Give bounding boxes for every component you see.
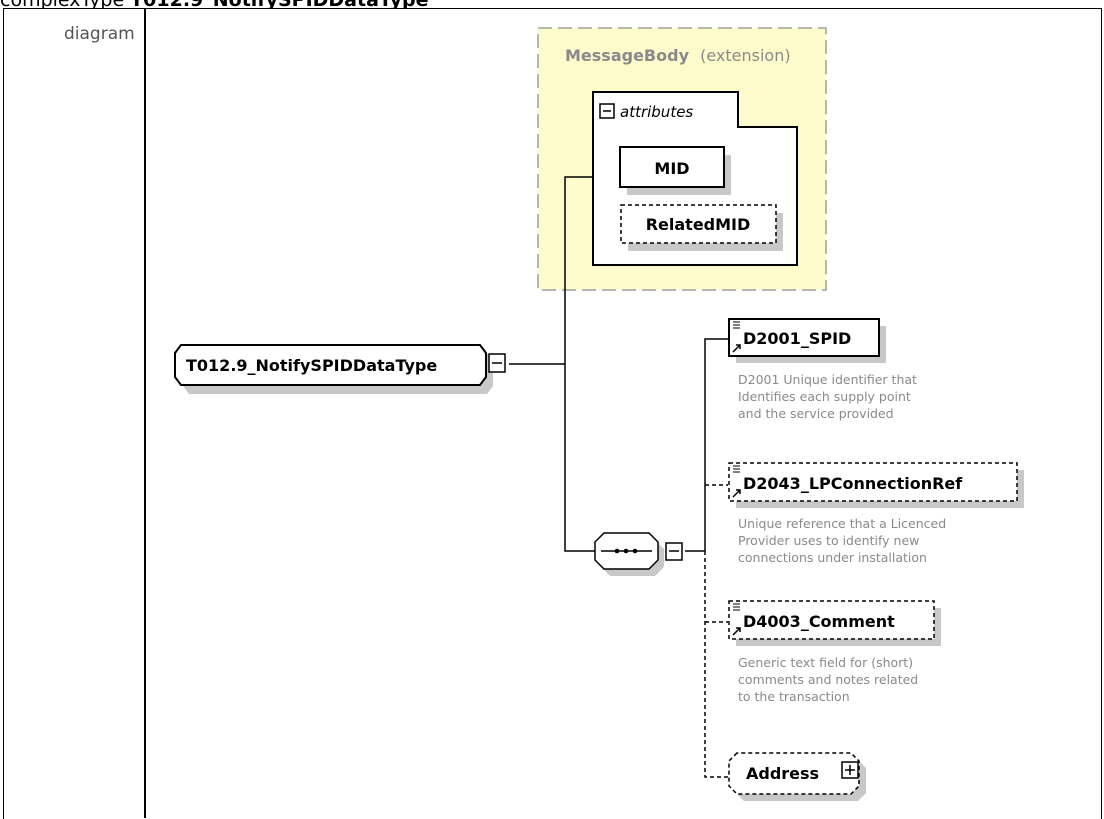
element-d2001-spid[interactable]: D2001_SPID <box>728 318 886 363</box>
sequence-collapse-icon[interactable] <box>665 542 683 561</box>
title-prefix: complexType <box>0 0 130 9</box>
title-type-name: T012.9_NotifySPIDDataType <box>130 0 428 9</box>
sequence-compositor[interactable] <box>594 532 664 576</box>
svg-text:Provider uses to identify new: Provider uses to identify new <box>738 533 919 548</box>
element-d2043-doc: Unique reference that a Licenced Provide… <box>738 516 946 565</box>
page-title: complexType T012.9_NotifySPIDDataType <box>0 0 1104 9</box>
element-address[interactable]: Address <box>728 752 866 801</box>
attribute-mid[interactable]: MID <box>619 146 731 195</box>
svg-text:to the transaction: to the transaction <box>738 689 850 704</box>
attributes-label: attributes <box>620 103 693 121</box>
svg-text:Unique reference that a Licenc: Unique reference that a Licenced <box>738 516 946 531</box>
element-d2001-spid-label: D2001_SPID <box>743 329 851 348</box>
element-address-label: Address <box>746 764 819 783</box>
text-lines-icon <box>733 465 740 473</box>
element-d2001-spid-doc: D2001 Unique identifier that Identifies … <box>738 372 917 421</box>
reference-arrow-icon <box>732 627 741 636</box>
attribute-relatedmid[interactable]: RelatedMID <box>620 204 783 251</box>
root-type-node[interactable]: T012.9_NotifySPIDDataType <box>174 344 493 394</box>
root-type-label: T012.9_NotifySPIDDataType <box>186 356 437 375</box>
reference-arrow-icon <box>732 489 741 498</box>
connector-lines <box>509 176 728 778</box>
element-d4003-comment[interactable]: D4003_Comment <box>728 600 941 646</box>
element-d2043-label: D2043_LPConnectionRef <box>743 474 963 493</box>
element-d4003-doc: Generic text field for (short) comments … <box>738 655 918 704</box>
column-divider <box>144 8 146 818</box>
attributes-collapse-icon[interactable] <box>599 103 615 119</box>
diagram-table <box>3 8 1102 819</box>
attributes-group: attributes MID RelatedMID <box>592 91 798 266</box>
svg-text:and the service provided: and the service provided <box>738 406 894 421</box>
text-lines-icon <box>733 321 740 329</box>
attribute-relatedmid-label: RelatedMID <box>646 215 751 234</box>
root-collapse-icon[interactable] <box>488 353 506 373</box>
extension-name: MessageBody <box>565 46 690 65</box>
text-lines-icon <box>733 603 740 611</box>
svg-text:Generic text field for (short): Generic text field for (short) <box>738 655 913 670</box>
reference-arrow-icon <box>732 344 741 353</box>
extension-suffix: (extension) <box>700 46 790 65</box>
attribute-mid-label: MID <box>654 159 689 178</box>
svg-text:comments and notes related: comments and notes related <box>738 672 918 687</box>
svg-text:D2001 Unique identifier that: D2001 Unique identifier that <box>738 372 917 387</box>
element-d2043-lpconnectionref[interactable]: D2043_LPConnectionRef <box>728 462 1024 508</box>
row-label-diagram: diagram <box>64 24 135 44</box>
svg-text:Identifies each supply point: Identifies each supply point <box>738 389 911 404</box>
element-d4003-label: D4003_Comment <box>743 612 895 631</box>
extension-title: MessageBody (extension) <box>565 46 791 65</box>
svg-text:connections under installation: connections under installation <box>738 550 927 565</box>
address-expand-icon[interactable] <box>841 761 859 779</box>
